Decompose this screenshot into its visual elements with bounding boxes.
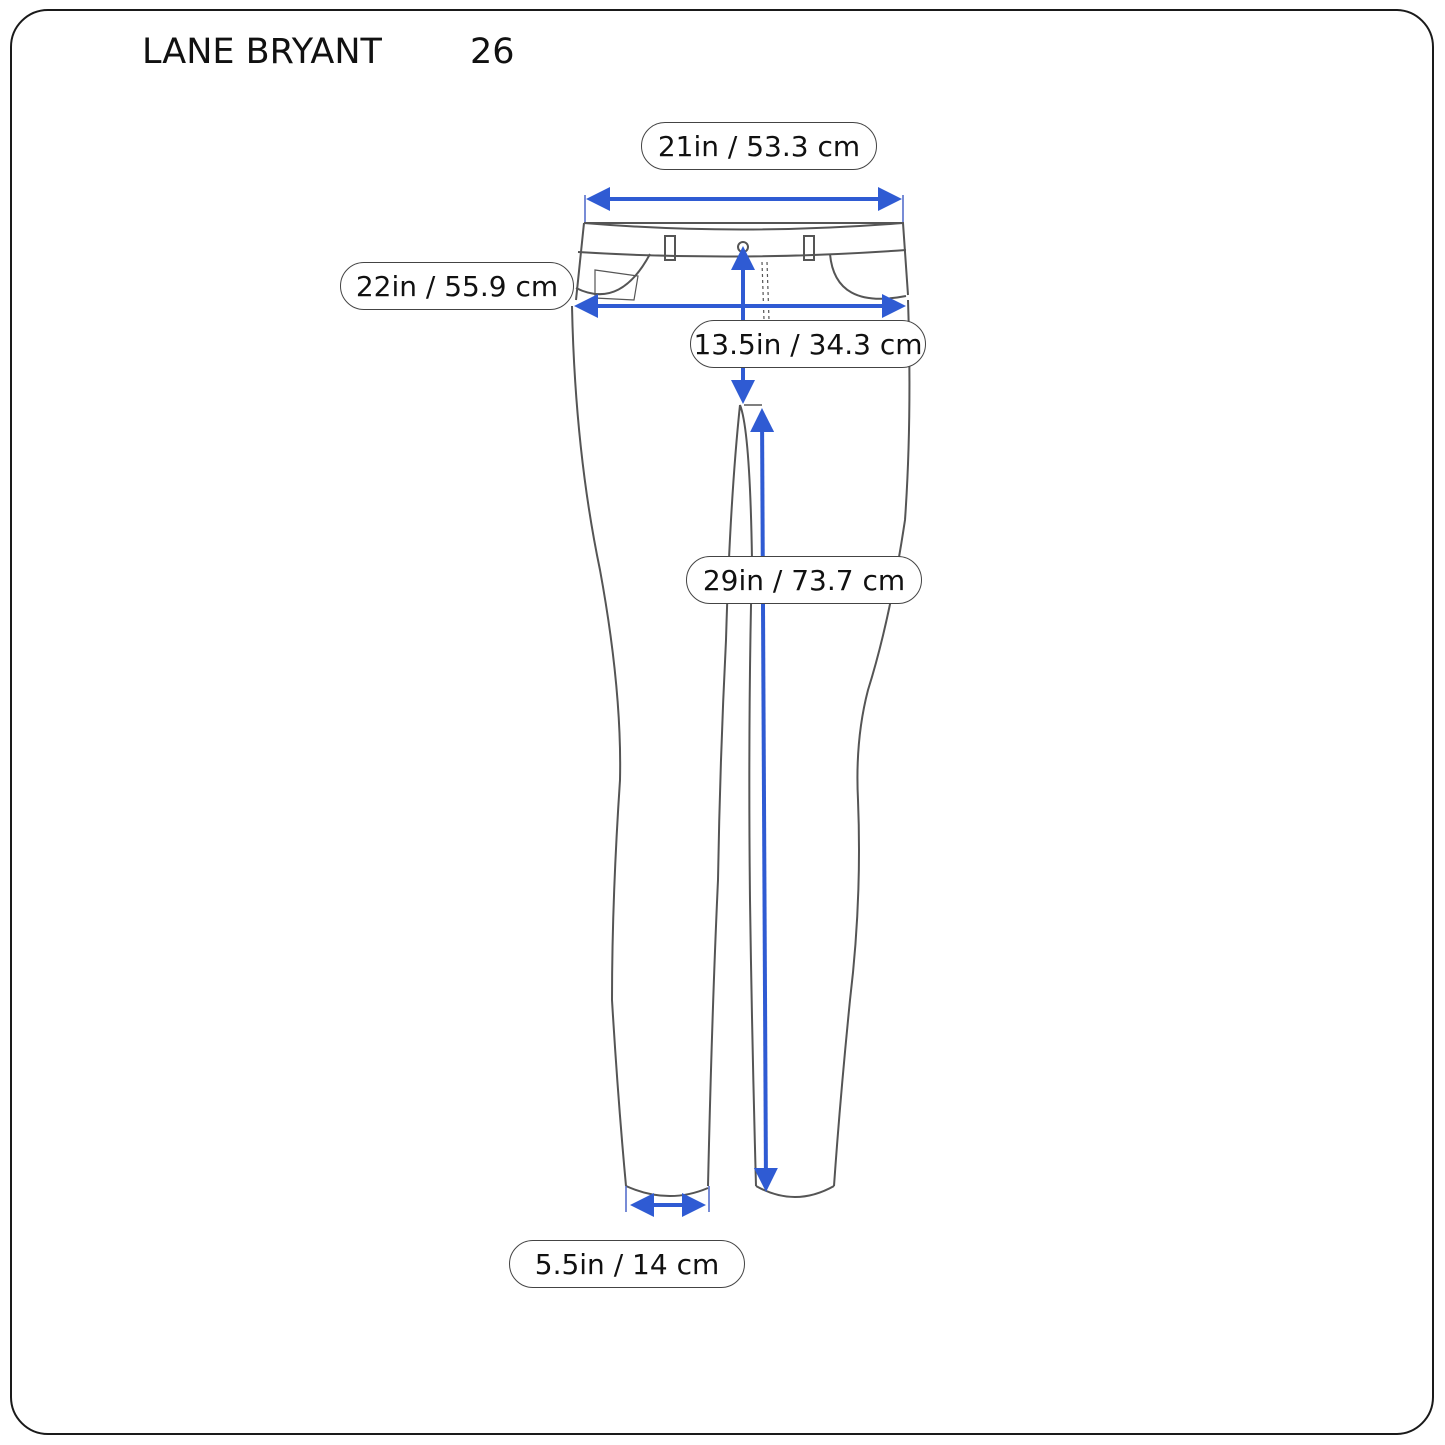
- size-label: 26: [470, 32, 515, 72]
- extension-lines: [584, 195, 904, 1212]
- waist-measurement-label: 21in / 53.3 cm: [641, 122, 877, 170]
- diagram-frame: [10, 9, 1434, 1435]
- inseam-arrow: [750, 408, 778, 1192]
- rise-measurement-label: 13.5in / 34.3 cm: [690, 320, 926, 368]
- leg-opening-measurement-label: 5.5in / 14 cm: [509, 1240, 745, 1288]
- inseam-measurement-label: 29in / 73.7 cm: [686, 556, 922, 604]
- pants-outline: [571, 222, 911, 1198]
- hip-measurement-label: 22in / 55.9 cm: [340, 262, 574, 310]
- brand-name: LANE BRYANT: [142, 32, 382, 72]
